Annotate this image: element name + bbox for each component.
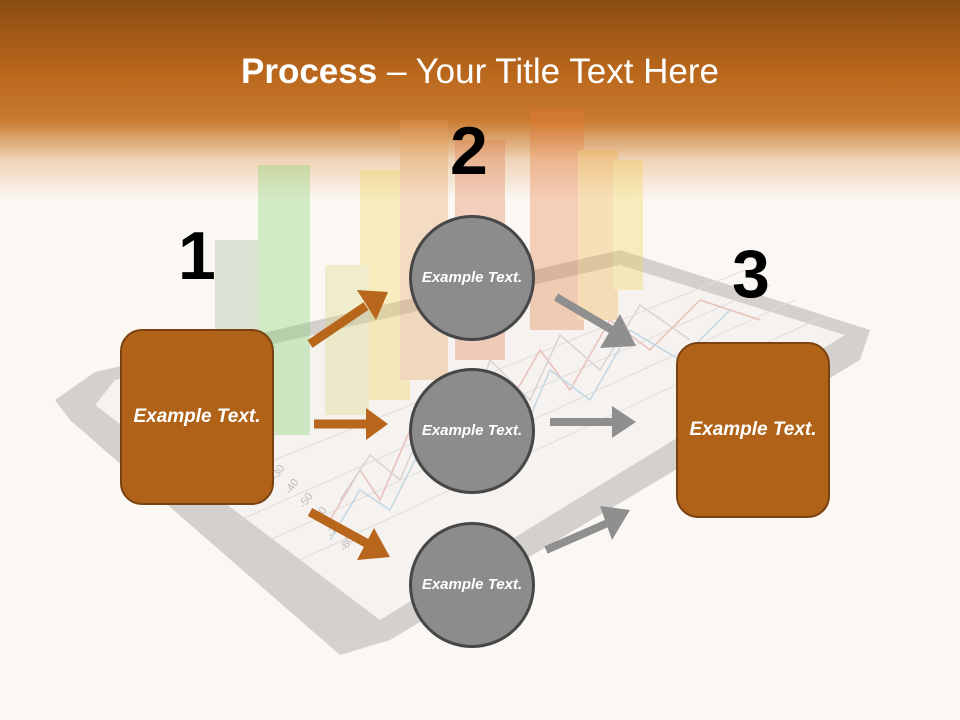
circle-node-middle-text: Example Text. [421,421,523,439]
step-box-3: Example Text. [676,342,830,518]
title-rest: – Your Title Text Here [377,52,719,91]
step-box-1-text: Example Text. [133,405,261,427]
arrow-middle-circle-to-box3 [550,406,636,438]
circle-node-top: Example Text. [409,215,535,341]
arrow-box1-to-middle-circle [314,408,388,440]
circle-node-top-text: Example Text. [421,268,523,286]
circle-node-bottom-text: Example Text. [421,575,523,593]
circle-node-bottom: Example Text. [409,522,535,648]
slide-title: Process – Your Title Text Here [0,52,960,92]
step-number-3: 3 [732,236,770,312]
arrow-top-circle-to-box3 [553,293,636,348]
arrow-box1-to-bottom-circle [307,508,390,560]
step-box-3-text: Example Text. [689,418,817,440]
title-band [0,0,960,200]
step-box-1: Example Text. [120,329,274,505]
title-bold: Process [241,52,378,91]
step-number-2: 2 [450,113,488,189]
circle-node-middle: Example Text. [409,368,535,494]
arrow-box1-to-top-circle [307,290,388,348]
step-number-1: 1 [178,218,216,294]
arrow-bottom-circle-to-box3 [544,506,630,554]
